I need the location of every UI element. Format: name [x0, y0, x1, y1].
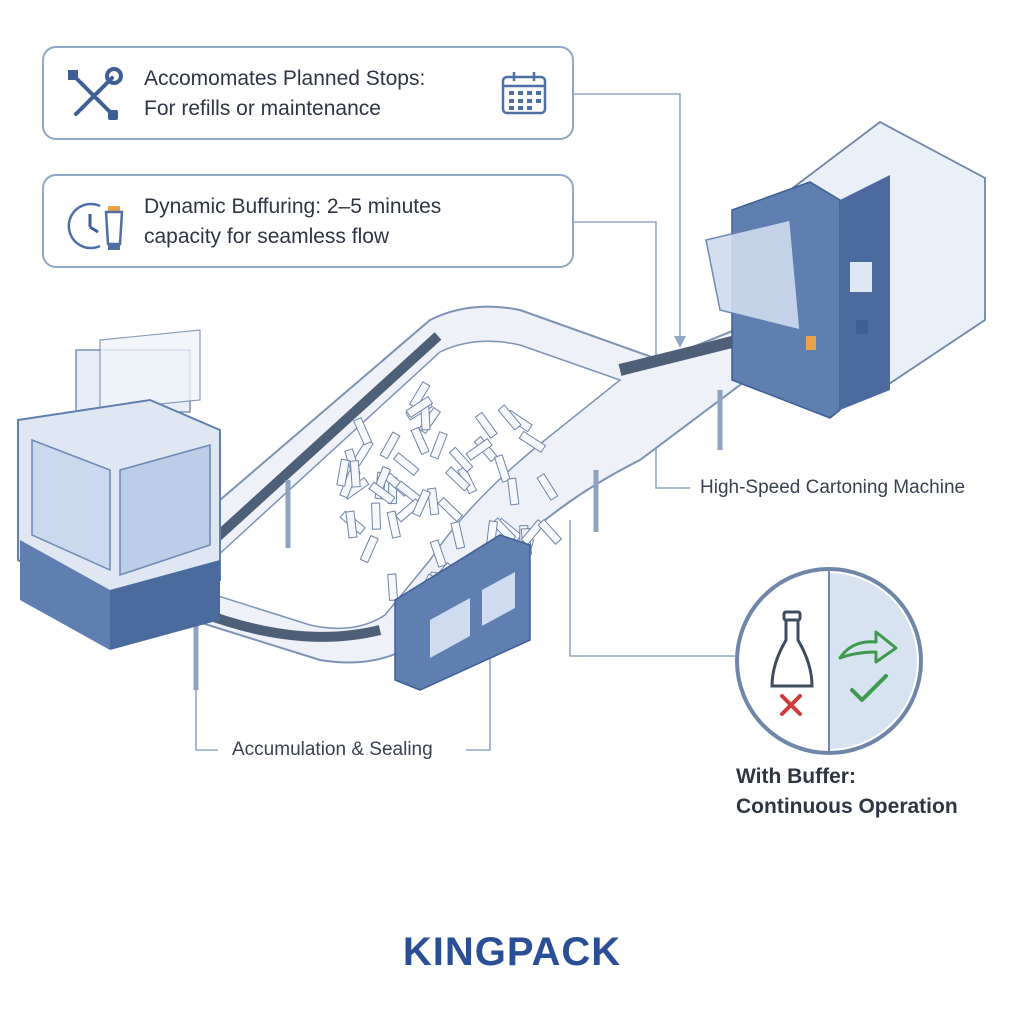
tube [359, 534, 379, 564]
tube [386, 510, 402, 539]
accumulation-label: Accumulation & Sealing [232, 739, 433, 760]
accumulated-tubes [336, 381, 563, 616]
tube [465, 437, 493, 461]
tube [336, 458, 350, 487]
check-mark-icon [850, 674, 888, 702]
tube [427, 487, 440, 516]
bottle-icon [770, 610, 814, 688]
tube [392, 452, 420, 477]
tube [474, 411, 498, 439]
calendar-icon [501, 72, 547, 115]
tube [387, 573, 399, 601]
tube [507, 477, 520, 506]
tube [368, 481, 396, 505]
buffering-callout: Dynamic Buffuring: 2–5 minutes capacity … [42, 174, 574, 268]
tube [518, 430, 547, 454]
filling-machine [17, 329, 221, 650]
planned-stops-line1: Accomomates Planned Stops: [144, 67, 426, 90]
planned-stops-callout: Accomomates Planned Stops: For refills o… [42, 46, 574, 140]
tube [349, 460, 361, 488]
buffering-line2: capacity for seamless flow [144, 225, 390, 248]
cartoning-machine-label: High-Speed Cartoning Machine [700, 477, 966, 498]
tube [405, 395, 434, 419]
clock-tube-icon [67, 202, 124, 250]
tube [345, 510, 358, 539]
wrench-screwdriver-icon [68, 67, 123, 120]
arrow-right-icon [838, 630, 898, 664]
cartoning-machine [705, 120, 986, 419]
planned-stops-text: Accomomates Planned Stops: For refills o… [144, 64, 425, 124]
tube [448, 446, 474, 473]
buffer-label: With Buffer: Continuous Operation [736, 762, 958, 822]
tube [410, 426, 430, 456]
buffer-label-line1: With Buffer: [736, 765, 856, 788]
brand-logo: KINGPACK [402, 930, 622, 974]
buffering-text: Dynamic Buffuring: 2–5 minutes capacity … [144, 192, 441, 252]
tube [371, 502, 382, 530]
tube [429, 539, 447, 568]
tube [353, 417, 373, 446]
x-mark-icon [780, 694, 802, 716]
tube [497, 404, 522, 431]
buffer-status-badge [735, 567, 923, 755]
sealing-unit [394, 534, 531, 691]
tube [429, 431, 448, 460]
tube [536, 473, 559, 501]
planned-stops-line2: For refills or maintenance [144, 97, 381, 120]
buffering-line1: Dynamic Buffuring: 2–5 minutes [144, 195, 442, 218]
conveyor-loop [148, 305, 802, 664]
tube [537, 518, 563, 545]
tube [411, 488, 432, 518]
tube [437, 496, 464, 523]
buffer-label-line2: Continuous Operation [736, 795, 958, 818]
tube [493, 454, 511, 483]
tube [444, 466, 471, 492]
tube [450, 521, 466, 550]
tube [379, 431, 401, 460]
